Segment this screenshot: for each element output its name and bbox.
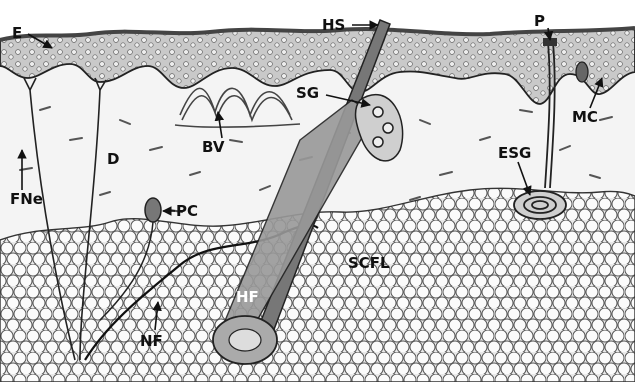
label-nerve-fibre: NF [140,332,163,350]
label-pacinian-corpuscle: PC [176,202,198,220]
label-sweat-gland: ESG [498,144,531,162]
label-dermis: D [107,150,119,168]
label-free-nerve-ending: FNe [10,190,43,208]
label-meissner-corpuscle: MC [572,108,598,126]
label-pore: P [534,12,545,30]
label-hair-follicle: HF [236,288,259,306]
meissner-corpuscle [576,62,588,82]
label-epidermis: E [12,24,22,42]
label-subcutaneous-fat: SCFL [348,254,390,272]
label-sebaceous-gland: SG [296,84,319,102]
label-hair-shaft: HS [322,16,345,34]
label-blood-vessel: BV [202,138,225,156]
